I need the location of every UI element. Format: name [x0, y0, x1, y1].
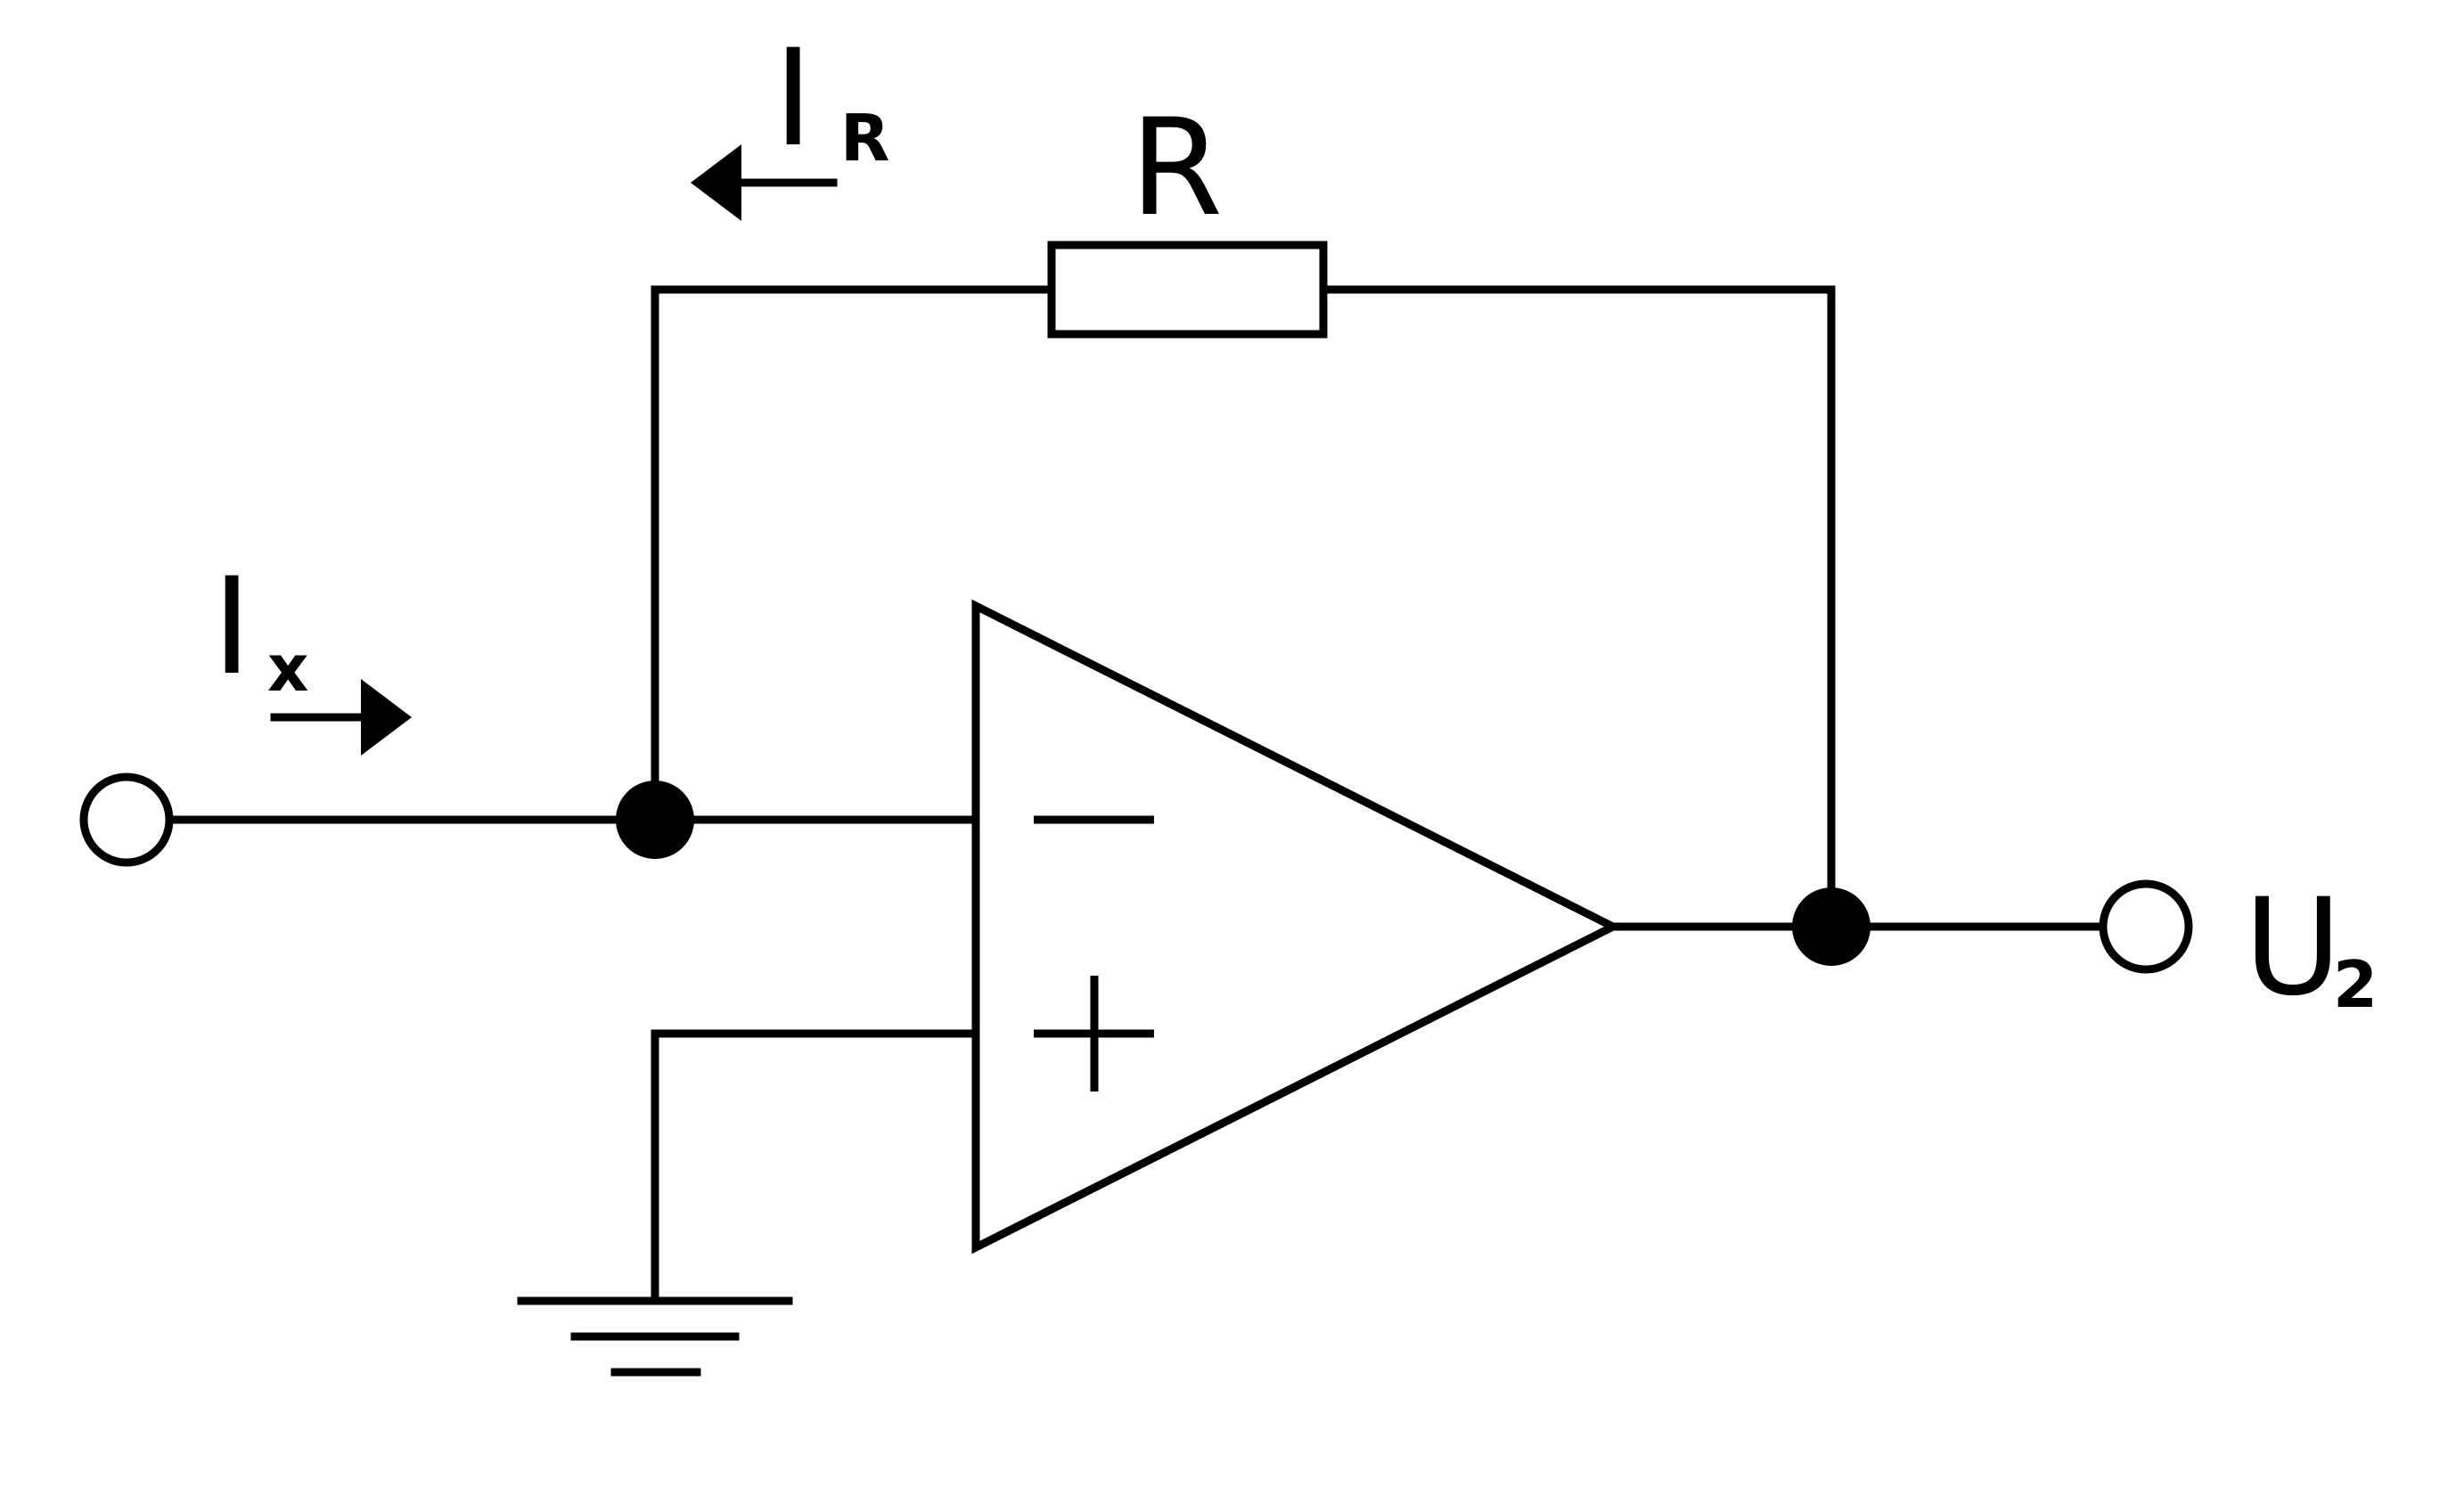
- output-voltage-label: U 2: [2244, 871, 2378, 1026]
- feedback-current-label-main: I: [774, 21, 813, 176]
- arrow-left-icon: [691, 144, 838, 221]
- output-junction-node: [1792, 887, 1871, 966]
- ground-icon: [517, 1296, 793, 1377]
- feedback-current-label: I R: [774, 21, 889, 176]
- arrow-right-icon: [270, 679, 412, 756]
- output-terminal: [2099, 879, 2193, 974]
- wires: [165, 285, 2108, 1305]
- feedback-current-label-sub: R: [840, 101, 889, 176]
- input-current-label-main: I: [212, 550, 251, 705]
- resistor-label-text: R: [1130, 91, 1223, 246]
- input-current-label: I x: [212, 550, 308, 706]
- input-current-label-sub: x: [267, 631, 308, 706]
- opamp-triangle: [971, 599, 1623, 1255]
- output-voltage-label-main: U: [2244, 871, 2342, 1026]
- resistor-label: R: [1130, 91, 1223, 246]
- input-junction-node: [616, 781, 694, 859]
- output-voltage-label-sub: 2: [2333, 947, 2378, 1022]
- resistor-body: [1047, 241, 1328, 339]
- input-terminal: [79, 773, 174, 867]
- non-inverting-input-sign: [1034, 976, 1154, 1091]
